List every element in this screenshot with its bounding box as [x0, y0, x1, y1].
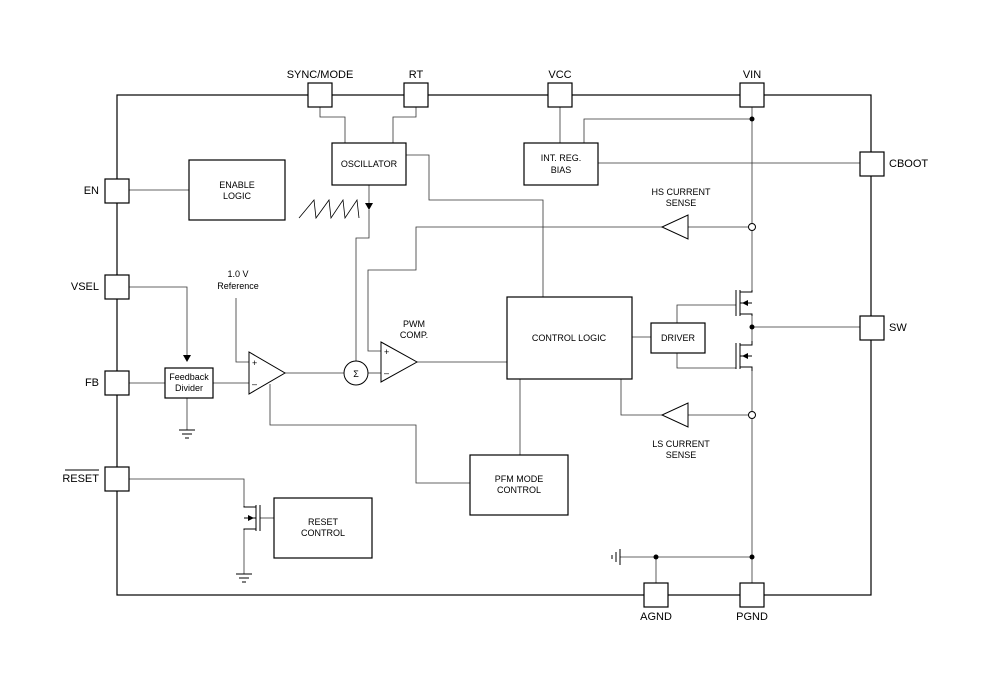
pfm-control-label: CONTROL	[497, 485, 541, 495]
pin-vcc	[547, 82, 573, 108]
error-amplifier: + –	[248, 351, 286, 395]
bias-label: BIAS	[551, 165, 572, 175]
pin-vin	[739, 82, 765, 108]
ground-icon	[611, 549, 621, 565]
enable-logic-block: ENABLE LOGIC	[188, 159, 286, 221]
summing-node: Σ	[343, 360, 369, 386]
hs-sense-label: SENSE	[666, 198, 697, 208]
pin-label-rt: RT	[409, 69, 424, 81]
high-side-mosfet	[735, 290, 753, 316]
reset-block-label: RESET	[308, 517, 339, 527]
pin-label-fb: FB	[85, 377, 99, 389]
pin-label-sw: SW	[889, 322, 907, 334]
pin-label-vin: VIN	[743, 69, 761, 81]
control-logic-label: CONTROL LOGIC	[532, 333, 607, 343]
pin-labels: SYNC/MODE RT VCC VIN EN VSEL FB RESET CB…	[62, 69, 928, 623]
oscillator-label: OSCILLATOR	[341, 159, 398, 169]
ls-current-label: LS CURRENT	[652, 439, 710, 449]
ls-sense-label: SENSE	[666, 450, 697, 460]
vsel-arrow-icon	[183, 355, 191, 362]
reset-mosfet	[243, 505, 261, 531]
pin-pgnd	[739, 582, 765, 608]
driver-label: DRIVER	[661, 333, 696, 343]
pfm-mode-control-block: PFM MODE CONTROL	[469, 454, 569, 516]
pin-label-cboot: CBOOT	[889, 158, 928, 170]
ls-sense-node	[748, 411, 756, 419]
pin-label-vsel: VSEL	[71, 281, 99, 293]
feedback-divider-block: Feedback Divider	[164, 367, 214, 399]
pin-fb	[104, 370, 130, 396]
pwm-comp-plus: +	[384, 347, 389, 357]
junction-dots	[653, 116, 755, 560]
hs-current-sense-amplifier	[660, 214, 689, 240]
pin-label-sync-mode: SYNC/MODE	[287, 69, 354, 81]
ground-icon	[179, 429, 195, 439]
logic-label: LOGIC	[223, 191, 252, 201]
pin-agnd	[643, 582, 669, 608]
ls-current-sense-amplifier	[660, 402, 689, 428]
oscillator-block: OSCILLATOR	[331, 142, 407, 186]
ic-outline	[116, 94, 872, 596]
enable-label: ENABLE	[219, 180, 255, 190]
driver-block: DRIVER	[650, 322, 706, 354]
sawtooth-waveform	[298, 198, 360, 220]
error-amp-plus: +	[252, 358, 257, 368]
pwm-comp-minus: –	[384, 368, 389, 378]
ground-icon	[236, 573, 252, 583]
pwm-comparator: + –	[380, 341, 419, 383]
pin-label-pgnd: PGND	[736, 611, 768, 623]
reference-voltage-label: 1.0 V	[227, 269, 248, 279]
hs-current-label: HS CURRENT	[651, 187, 711, 197]
reset-control-block: RESET CONTROL	[273, 497, 373, 559]
pins	[104, 82, 885, 608]
feedback-label: Feedback	[169, 372, 209, 382]
pin-label-en: EN	[84, 185, 99, 197]
int-reg-bias-block: INT. REG. BIAS	[523, 142, 599, 186]
reference-label: Reference	[217, 281, 259, 291]
pin-cboot	[859, 151, 885, 177]
pin-label-reset: RESET	[62, 473, 99, 485]
divider-label: Divider	[175, 383, 203, 393]
pin-sw	[859, 315, 885, 341]
pin-en	[104, 178, 130, 204]
wires	[129, 107, 860, 583]
comp-label: COMP.	[400, 330, 428, 340]
sigma-symbol: Σ	[353, 369, 359, 379]
hs-sense-node	[748, 223, 756, 231]
pin-reset	[104, 466, 130, 492]
pfm-mode-label: PFM MODE	[495, 474, 544, 484]
oscillator-arrow-icon	[365, 203, 373, 210]
pin-rt	[403, 82, 429, 108]
reset-control-label: CONTROL	[301, 528, 345, 538]
pin-sync-mode	[307, 82, 333, 108]
pin-vsel	[104, 274, 130, 300]
pwm-label: PWM	[403, 319, 425, 329]
low-side-mosfet	[735, 341, 753, 371]
pin-label-vcc: VCC	[548, 69, 571, 81]
error-amp-minus: –	[252, 379, 257, 389]
int-reg-label: INT. REG.	[541, 153, 582, 163]
control-logic-block: CONTROL LOGIC	[506, 296, 633, 380]
pin-label-agnd: AGND	[640, 611, 672, 623]
